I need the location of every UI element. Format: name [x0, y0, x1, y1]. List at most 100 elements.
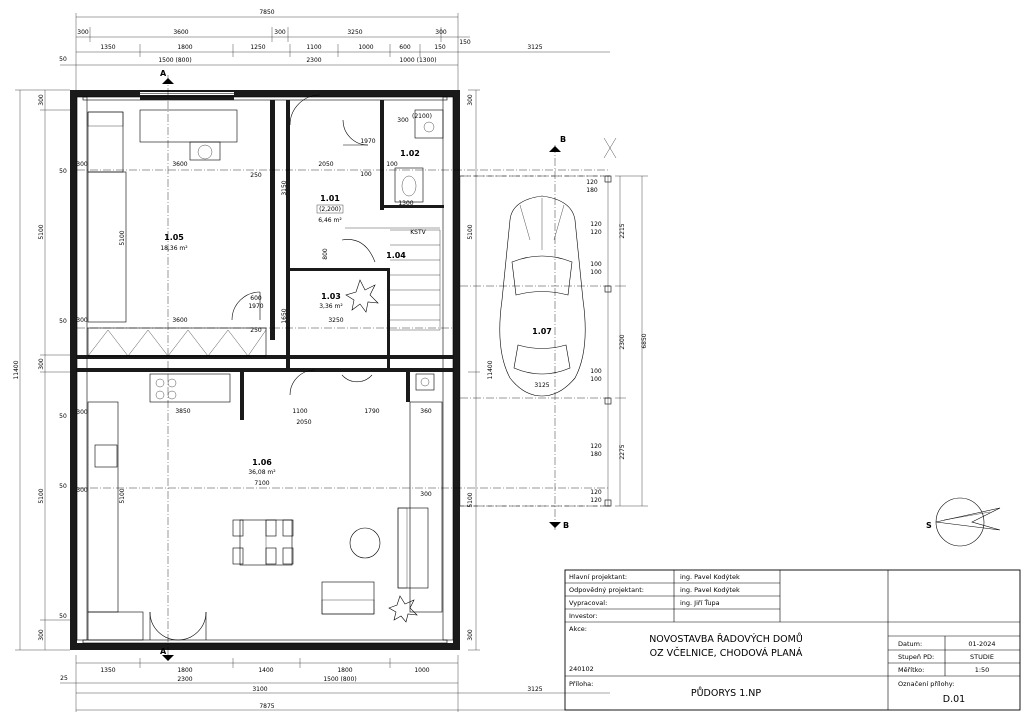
dim-left-5: 300 — [38, 629, 45, 641]
dim-right-1: 2215 — [619, 223, 626, 238]
tb-project-line1: NOVOSTAVBA ŘADOVÝCH DOMŮ — [649, 633, 803, 645]
dim-top-2: 3600 — [173, 29, 188, 36]
dim-top-r2-5: 1000 — [358, 44, 373, 51]
inner-dim-30: 1650 — [281, 308, 288, 323]
dim-right-6: 5100 — [467, 492, 474, 507]
dim-right-s11: 100 — [590, 368, 602, 375]
dim-bot-r2-1: 25 — [60, 675, 68, 682]
tb-row2-value: ing. Pavel Kodýtek — [680, 586, 740, 594]
tb-row4-label: Investor: — [569, 612, 598, 620]
tb-row1-label: Hlavní projektant: — [569, 573, 627, 581]
dim-top-r2-2: 1800 — [177, 44, 192, 51]
dim-top-r2-1: 1350 — [100, 44, 115, 51]
tb-project-line2: OZ VČELNICE, CHODOVÁ PLANÁ — [650, 647, 803, 659]
inner-dim-28: (2100) — [412, 113, 432, 120]
room-1-03-id: 1.03 — [321, 292, 341, 301]
dim-left-3: 300 — [38, 358, 45, 370]
dim-top-r2-3: 1250 — [250, 44, 265, 51]
compass-label: S — [926, 521, 932, 530]
dim-top-r3-1: 50 — [59, 56, 67, 63]
dim-left-small-5: 50 — [59, 613, 67, 620]
tb-priloha-value: PŮDORYS 1.NP — [691, 687, 761, 699]
tb-meta2-value: STUDIE — [970, 653, 994, 661]
bottom-dimensions: 1350 1800 1400 1800 1000 25 2300 1500 (8… — [60, 655, 610, 712]
section-marks: A A B B — [160, 69, 569, 661]
dim-top-r3-3: 2300 — [306, 57, 321, 64]
dim-bot-r2-3: 1500 (800) — [323, 676, 356, 683]
dim-left-2: 5100 — [38, 224, 45, 239]
dim-bot-3: 1400 — [258, 667, 273, 674]
building-walls — [70, 90, 610, 650]
inner-dim-29: 3125 — [534, 382, 549, 389]
furniture — [87, 109, 444, 641]
dim-right-2: 2300 — [619, 334, 626, 349]
dim-right-3: 2275 — [619, 444, 626, 459]
inner-dim-9: 300 — [76, 409, 88, 416]
section-b-top: B — [560, 135, 566, 144]
inner-dim-1: 3600 — [172, 161, 187, 168]
dim-left-4: 5100 — [38, 488, 45, 503]
inner-dim-14: 800 — [322, 248, 329, 260]
inner-dim-16: 3850 — [175, 408, 190, 415]
dim-right-7: 300 — [467, 94, 474, 106]
inner-dim-19: 2050 — [296, 419, 311, 426]
room-1-07-id: 1.07 — [532, 327, 552, 336]
room-labels: 1.01 (2,200) 6,46 m² 1.02 1.03 3,36 m² 1… — [160, 149, 552, 476]
tb-meta3-value: 1:50 — [975, 666, 990, 674]
dim-bot-1: 1350 — [100, 667, 115, 674]
dim-right-5: 5100 — [467, 224, 474, 239]
room-1-02-id: 1.02 — [400, 149, 420, 158]
dim-left-small-1: 50 — [59, 168, 67, 175]
doors — [149, 94, 373, 641]
tb-row2-label: Odpovědný projektant: — [569, 586, 644, 594]
dim-right-s1: 120 — [586, 179, 598, 186]
inner-dim-26: 1300 — [398, 200, 413, 207]
dim-right-s6: 100 — [590, 269, 602, 276]
dim-top-r2-6: 600 — [399, 44, 411, 51]
room-1-03-area: 3,36 m² — [319, 303, 343, 310]
room-1-04-id: 1.04 — [386, 251, 406, 260]
dim-right-s3: 120 — [590, 221, 602, 228]
dim-bot-5: 1000 — [414, 667, 429, 674]
dim-top-r3-4: 1000 (1300) — [399, 57, 436, 64]
tb-row3-value: ing. Jiří Ťupa — [680, 598, 720, 607]
dim-top-4: 3250 — [347, 29, 362, 36]
tb-meta3-label: Měřítko: — [898, 666, 924, 674]
inner-dim-11: 1970 — [360, 138, 375, 145]
tb-row3-label: Vypracoval: — [569, 599, 607, 607]
dim-right-s2: 180 — [586, 187, 598, 194]
top-dimensions: 7850 300 3600 300 3250 300 150 1350 1800… — [59, 9, 610, 90]
inner-dim-24: 5100 — [119, 230, 126, 245]
inner-dim-21: 360 — [420, 408, 432, 415]
right-dimensions: 6850 2215 2300 2275 11400 5100 5100 300 … — [467, 89, 648, 651]
dim-right-overall: 6850 — [641, 333, 648, 348]
dim-overall-top: 7850 — [259, 9, 274, 16]
inner-dim-10: 300 — [76, 487, 88, 494]
inner-dim-6: 100 — [360, 171, 372, 178]
dim-left-small-3: 50 — [59, 413, 67, 420]
section-a-top: A — [160, 69, 167, 78]
tb-meta1-label: Datum: — [898, 640, 922, 648]
dim-bot-4: 1800 — [337, 667, 352, 674]
inner-dim-31: 3150 — [281, 180, 288, 195]
inner-dim-3: 250 — [250, 172, 262, 179]
room-1-01-code: (2,200) — [319, 206, 341, 213]
inner-dim-4: 250 — [250, 327, 262, 334]
dim-top-1: 300 — [77, 29, 89, 36]
dim-bot-r2-2: 2300 — [177, 676, 192, 683]
dim-top-r2-8: 3125 — [527, 44, 542, 51]
tb-meta1-value: 01-2024 — [968, 640, 995, 648]
carport — [459, 137, 617, 507]
tb-oznaceni-value: D.01 — [943, 694, 965, 705]
inner-dim-18: 1790 — [364, 408, 379, 415]
dim-top-3: 300 — [274, 29, 286, 36]
inner-dim-20: 7100 — [254, 480, 269, 487]
dim-top-r2-7: 150 — [434, 44, 446, 51]
inner-dim-2: 3600 — [172, 317, 187, 324]
section-a-bottom: A — [160, 647, 167, 656]
dim-right-s12: 100 — [590, 376, 602, 383]
left-dimensions: 300 5100 300 5100 300 11400 50 50 50 50 … — [13, 89, 70, 651]
inner-dim-17: 1100 — [292, 408, 307, 415]
inner-dim-15: 3250 — [328, 317, 343, 324]
dim-left-overall: 11400 — [13, 360, 20, 379]
